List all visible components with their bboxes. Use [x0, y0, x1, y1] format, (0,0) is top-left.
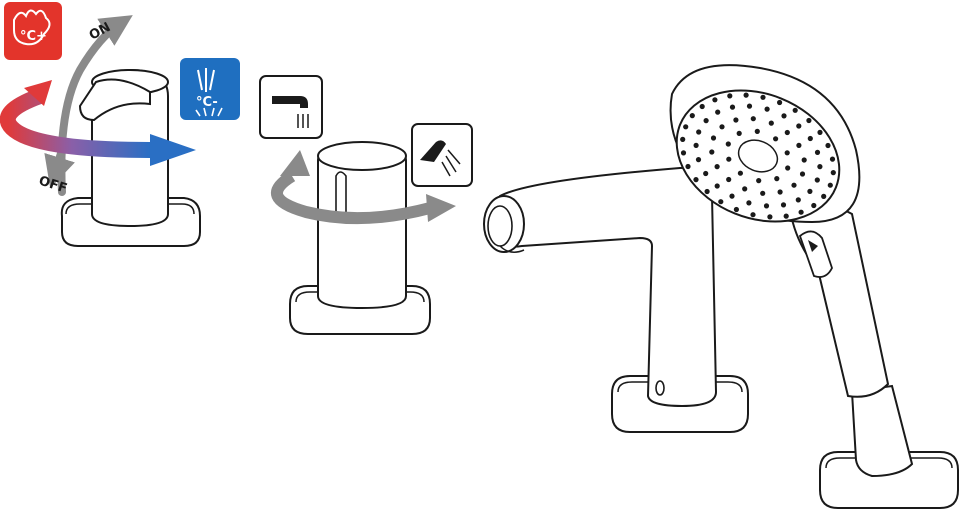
nozzle [755, 129, 760, 134]
nozzle [712, 97, 717, 102]
nozzle [715, 164, 720, 169]
spout-body [494, 168, 716, 406]
nozzle [685, 164, 690, 169]
nozzle [737, 131, 742, 136]
nozzle [784, 214, 789, 219]
nozzle [756, 178, 761, 183]
nozzle [796, 143, 801, 148]
nozzle [807, 189, 812, 194]
nozzle [680, 137, 685, 142]
on-label: ON [87, 20, 113, 44]
nozzle [715, 183, 720, 188]
shower-holder [852, 386, 912, 476]
nozzle [799, 210, 804, 215]
nozzle [773, 136, 778, 141]
nozzle [767, 214, 772, 219]
nozzle [793, 108, 798, 113]
hot-badge-label: °C+ [20, 29, 47, 44]
nozzle [778, 189, 783, 194]
nozzle [800, 171, 805, 176]
bath-spout [484, 168, 748, 432]
nozzle [729, 194, 734, 199]
nozzle [825, 143, 830, 148]
spout-outlet [484, 196, 524, 252]
nozzle [681, 150, 686, 155]
nozzle [774, 176, 779, 181]
nozzle [781, 113, 786, 118]
nozzle [730, 105, 735, 110]
nozzle [750, 212, 755, 217]
nozzle [828, 183, 833, 188]
nozzle [705, 189, 710, 194]
nozzle [746, 200, 751, 205]
nozzle [811, 203, 816, 208]
hand-shower-outlet-icon [412, 124, 472, 186]
nozzle [831, 170, 836, 175]
nozzle [744, 93, 749, 98]
nozzle [808, 136, 813, 141]
nozzle [718, 199, 723, 204]
nozzle [696, 129, 701, 134]
nozzle [785, 130, 790, 135]
nozzle [764, 203, 769, 208]
nozzle [817, 130, 822, 135]
nozzle [751, 116, 756, 121]
nozzle [704, 118, 709, 123]
nozzle [694, 143, 699, 148]
nozzle [747, 104, 752, 109]
nozzle [815, 150, 820, 155]
nozzle [806, 118, 811, 123]
nozzle [690, 113, 695, 118]
nozzle [742, 186, 747, 191]
nozzle [769, 121, 774, 126]
diverter-valve [260, 76, 472, 334]
nozzle [683, 124, 688, 129]
nozzle [830, 157, 835, 162]
nozzle [733, 117, 738, 122]
nozzle [734, 207, 739, 212]
nozzle [726, 141, 731, 146]
nozzle [700, 104, 705, 109]
nozzle [726, 177, 731, 182]
nozzle [703, 171, 708, 176]
cold-water-icon: °C- [180, 58, 240, 120]
nozzle [709, 149, 714, 154]
nozzle [796, 197, 801, 202]
nozzle [777, 100, 782, 105]
nozzle [765, 107, 770, 112]
nozzle [785, 165, 790, 170]
nozzle [760, 191, 765, 196]
nozzle [802, 157, 807, 162]
nozzle [727, 93, 732, 98]
nozzle [760, 95, 765, 100]
nozzle [791, 183, 796, 188]
nozzle [738, 171, 743, 176]
hot-water-icon: °C+ [4, 2, 62, 60]
nozzle [796, 123, 801, 128]
mixer-valve: ON OFF °C+ °C- [4, 2, 240, 246]
cold-badge-label: °C- [196, 95, 218, 110]
nozzle [785, 150, 790, 155]
nozzle [815, 177, 820, 182]
nozzle [719, 124, 724, 129]
nozzle [693, 177, 698, 182]
nozzle [726, 157, 731, 162]
nozzle [696, 157, 701, 162]
nozzle [711, 135, 716, 140]
nozzle [715, 110, 720, 115]
nozzle [781, 202, 786, 207]
nozzle [821, 194, 826, 199]
nozzle [817, 164, 822, 169]
spout-outlet-icon [260, 76, 322, 138]
